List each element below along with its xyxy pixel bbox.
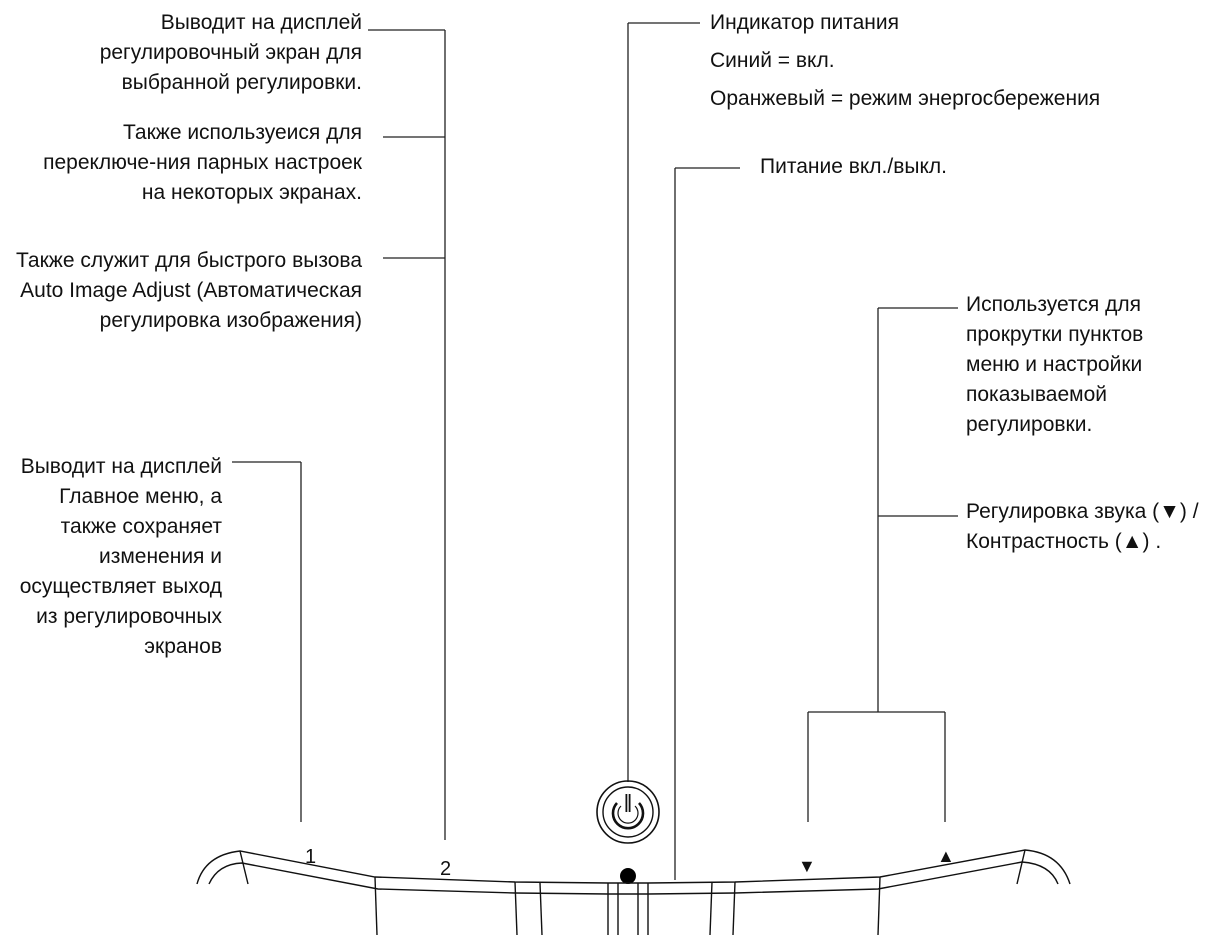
- label-main-menu: Выводит на дисплей Главное меню, а также…: [19, 455, 222, 658]
- power-indicator-dot: [620, 868, 636, 884]
- power-icon: [596, 780, 660, 844]
- down-arrow-icon: ▼: [798, 856, 816, 876]
- label-toggle-pairs: Также используеися для переключе-ния пар…: [43, 121, 362, 204]
- label-power-indicator-blue: Синий = вкл.: [710, 49, 835, 72]
- label-power-onoff: Питание вкл./выкл.: [760, 155, 947, 178]
- button-1-label: 1: [305, 846, 317, 868]
- label-scroll-menu: Используется для прокрутки пунктов меню …: [966, 293, 1144, 436]
- label-volume-contrast: Регулировка звука (▼) / Контрастность (▲…: [966, 500, 1199, 553]
- label-power-indicator-title: Индикатор питания: [710, 11, 899, 34]
- label-power-indicator-orange: Оранжевый = режим энергосбережения: [710, 87, 1101, 110]
- label-display-adjust: Выводит на дисплей регулировочный экран …: [99, 11, 362, 94]
- label-auto-adjust: Также служит для быстрого вызова Auto Im…: [16, 249, 362, 332]
- button-2-label: 2: [440, 858, 452, 880]
- monitor-bezel: [196, 849, 1071, 935]
- up-arrow-icon: ▲: [937, 846, 955, 866]
